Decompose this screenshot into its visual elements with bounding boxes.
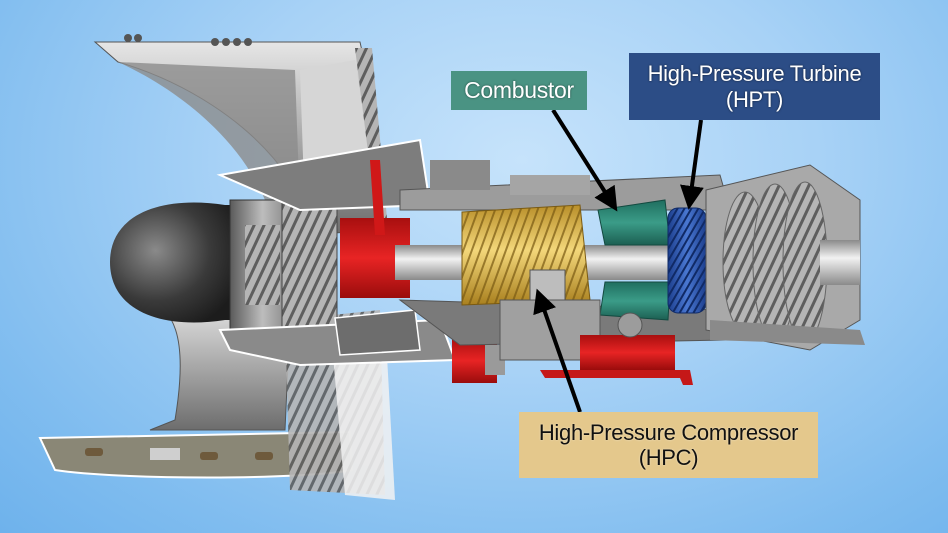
combustor-label: Combustor bbox=[451, 71, 587, 110]
callout-arrows bbox=[533, 108, 704, 413]
spinner bbox=[110, 202, 240, 323]
hpc-arrow bbox=[533, 288, 582, 413]
lpt-turbine bbox=[705, 164, 865, 351]
fan-case-lower bbox=[38, 299, 395, 500]
combustor-arrow bbox=[551, 108, 618, 212]
hpt-label: High-Pressure Turbine (HPT) bbox=[629, 53, 880, 120]
hpt-label-line1: High-Pressure Turbine bbox=[647, 61, 862, 87]
hpt-turbine-blue bbox=[667, 207, 707, 314]
combustor-label-text: Combustor bbox=[464, 77, 574, 104]
hpt-arrow bbox=[680, 119, 704, 210]
hpc-label-line1: High-Pressure Compressor bbox=[538, 419, 799, 445]
hpt-label-line2: (HPT) bbox=[725, 86, 784, 112]
hpc-label-line2: (HPC) bbox=[638, 445, 699, 470]
hpc-compressor-gold bbox=[461, 204, 591, 321]
hpc-label: High-Pressure Compressor (HPC) bbox=[519, 412, 818, 478]
